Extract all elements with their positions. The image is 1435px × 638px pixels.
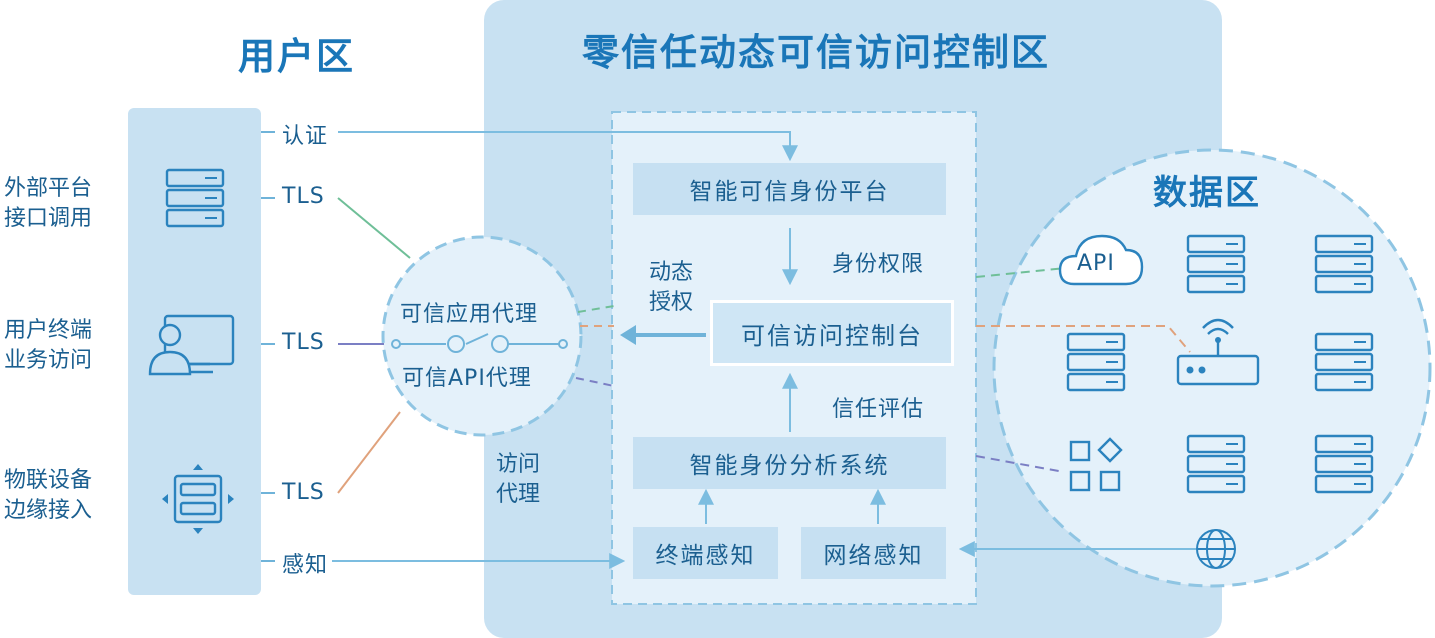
network-sense-box: 网络感知 [801, 527, 946, 579]
server-icon [1314, 332, 1374, 392]
api-cloud-label: API [1077, 251, 1115, 276]
server-icon [165, 168, 225, 228]
identity-platform-box: 智能可信身份平台 [633, 163, 946, 215]
cloud-icon [1058, 234, 1144, 286]
dynamic-auth-label: 动态 授权 [649, 258, 693, 318]
access-proxy-line: 访问 [496, 452, 541, 477]
group-line: 外部平台 [4, 176, 93, 201]
tls-label: TLS [282, 184, 325, 209]
user-terminal-icon [148, 314, 235, 376]
tls-label: TLS [282, 480, 325, 505]
access-proxy-label: 访问 代理 [496, 450, 540, 510]
tls-label: TLS [282, 330, 325, 355]
server-icon [1066, 332, 1126, 392]
dynamic-auth-line: 授权 [649, 290, 694, 315]
user-group-external-platform: 外部平台 接口调用 [4, 174, 92, 234]
user-zone-bg [128, 108, 261, 595]
server-icon [1186, 434, 1246, 494]
server-icon [1314, 434, 1374, 494]
access-console-box: 可信访问控制台 [710, 300, 954, 366]
group-line: 边缘接入 [4, 498, 93, 523]
auth-line [338, 131, 798, 162]
data-zone-title: 数据区 [1153, 173, 1261, 213]
group-line: 接口调用 [4, 206, 93, 231]
user-group-iot-device: 物联设备 边缘接入 [4, 466, 92, 526]
group-line: 物联设备 [4, 468, 93, 493]
user-group-user-terminal: 用户终端 业务访问 [4, 316, 92, 376]
terminal-sense-box: 终端感知 [633, 527, 778, 579]
apps-icon [1069, 437, 1123, 492]
server-icon [1314, 234, 1374, 294]
router-icon [1176, 318, 1260, 386]
globe-icon [1196, 529, 1236, 569]
access-proxy-line: 代理 [496, 482, 541, 507]
analysis-system-box: 智能身份分析系统 [633, 437, 946, 489]
sense-label: 感知 [282, 553, 329, 578]
identity-rights-label: 身份权限 [832, 252, 925, 277]
trust-eval-label: 信任评估 [832, 397, 925, 422]
iot-device-icon [162, 464, 234, 534]
app-proxy-label: 可信应用代理 [400, 302, 539, 327]
dynamic-auth-line: 动态 [649, 260, 694, 285]
group-line: 用户终端 [4, 318, 93, 343]
auth-label: 认证 [282, 124, 329, 149]
server-icon [1186, 234, 1246, 294]
control-zone-title: 零信任动态可信访问控制区 [582, 31, 1050, 74]
api-proxy-label: 可信API代理 [402, 366, 532, 391]
user-zone-title: 用户区 [238, 35, 355, 78]
group-line: 业务访问 [4, 348, 93, 373]
